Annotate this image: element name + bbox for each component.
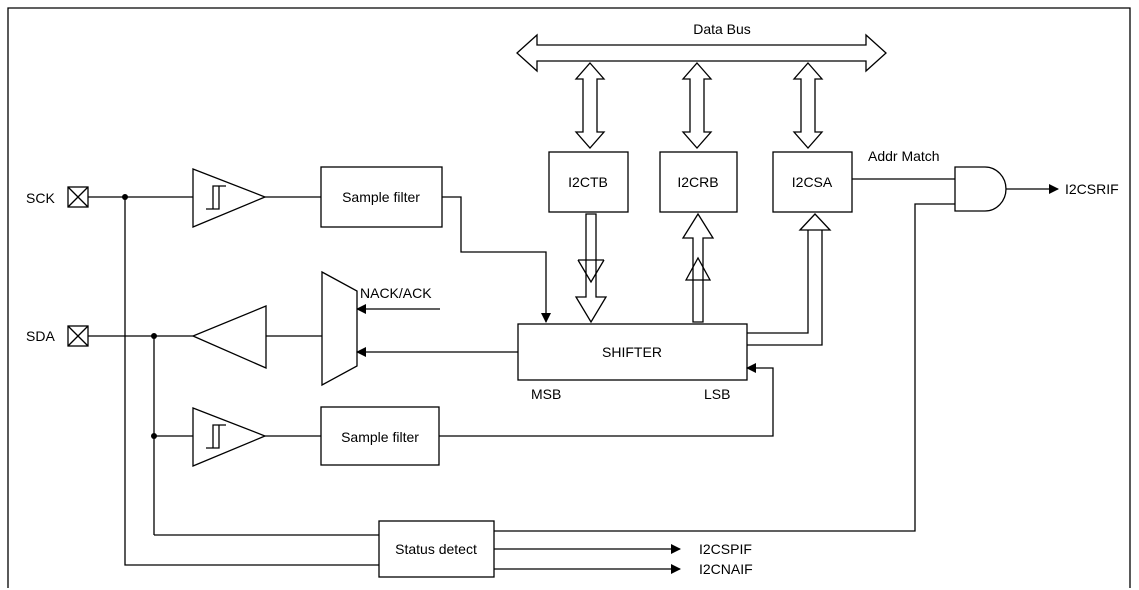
sda-pin-label: SDA — [26, 328, 55, 344]
i2csa-label: I2CSA — [792, 174, 833, 190]
shifter-to-i2csa-arrow — [747, 230, 823, 346]
sda-output-buffer — [191, 305, 267, 369]
status-detect-label: Status detect — [395, 541, 477, 557]
sda-filter-to-shifter — [439, 363, 774, 437]
shifter-to-i2crb-arrow — [681, 212, 715, 323]
output-mux — [321, 270, 358, 387]
shifter-block: SHIFTER — [517, 323, 748, 381]
i2csa-register: I2CSA — [772, 151, 853, 213]
sck-filter-to-shifter — [442, 196, 551, 323]
sck-schmitt-buffer — [192, 168, 267, 228]
sck-sample-filter-label: Sample filter — [342, 189, 420, 205]
status-to-and-gate-wire — [494, 203, 955, 532]
i2crb-register: I2CRB — [659, 151, 738, 213]
sck-pin — [67, 186, 89, 208]
sda-sample-filter: Sample filter — [320, 406, 440, 466]
msb-label: MSB — [531, 386, 561, 402]
bus-arrow-i2crb — [681, 62, 713, 149]
addr-match-label: Addr Match — [868, 148, 940, 164]
i2csrif-label: I2CSRIF — [1065, 181, 1119, 197]
i2cspif-label: I2CSPIF — [699, 541, 752, 557]
and-gate — [954, 166, 1007, 212]
sda-schmitt-buffer — [192, 407, 267, 467]
i2cnaif-label: I2CNAIF — [699, 561, 753, 577]
i2ctb-to-shifter-arrow — [574, 213, 608, 324]
sck-sample-filter: Sample filter — [320, 166, 443, 228]
sda-sample-filter-label: Sample filter — [341, 429, 419, 445]
frame-border — [7, 7, 1131, 588]
status-detect-block: Status detect — [378, 520, 495, 578]
data-bus-label: Data Bus — [693, 21, 751, 37]
i2crb-label: I2CRB — [677, 174, 718, 190]
nack-ack-label: NACK/ACK — [360, 285, 432, 301]
shifter-label: SHIFTER — [602, 344, 662, 360]
sck-to-status-wire — [124, 197, 379, 566]
bus-arrow-i2ctb — [574, 62, 606, 149]
i2ctb-register: I2CTB — [548, 151, 629, 213]
i2ctb-label: I2CTB — [568, 174, 608, 190]
sck-pin-label: SCK — [26, 190, 55, 206]
sda-pin — [67, 325, 89, 347]
bus-arrow-i2csa — [792, 62, 824, 149]
lsb-label: LSB — [704, 386, 730, 402]
data-bus: Data Bus — [516, 21, 887, 73]
